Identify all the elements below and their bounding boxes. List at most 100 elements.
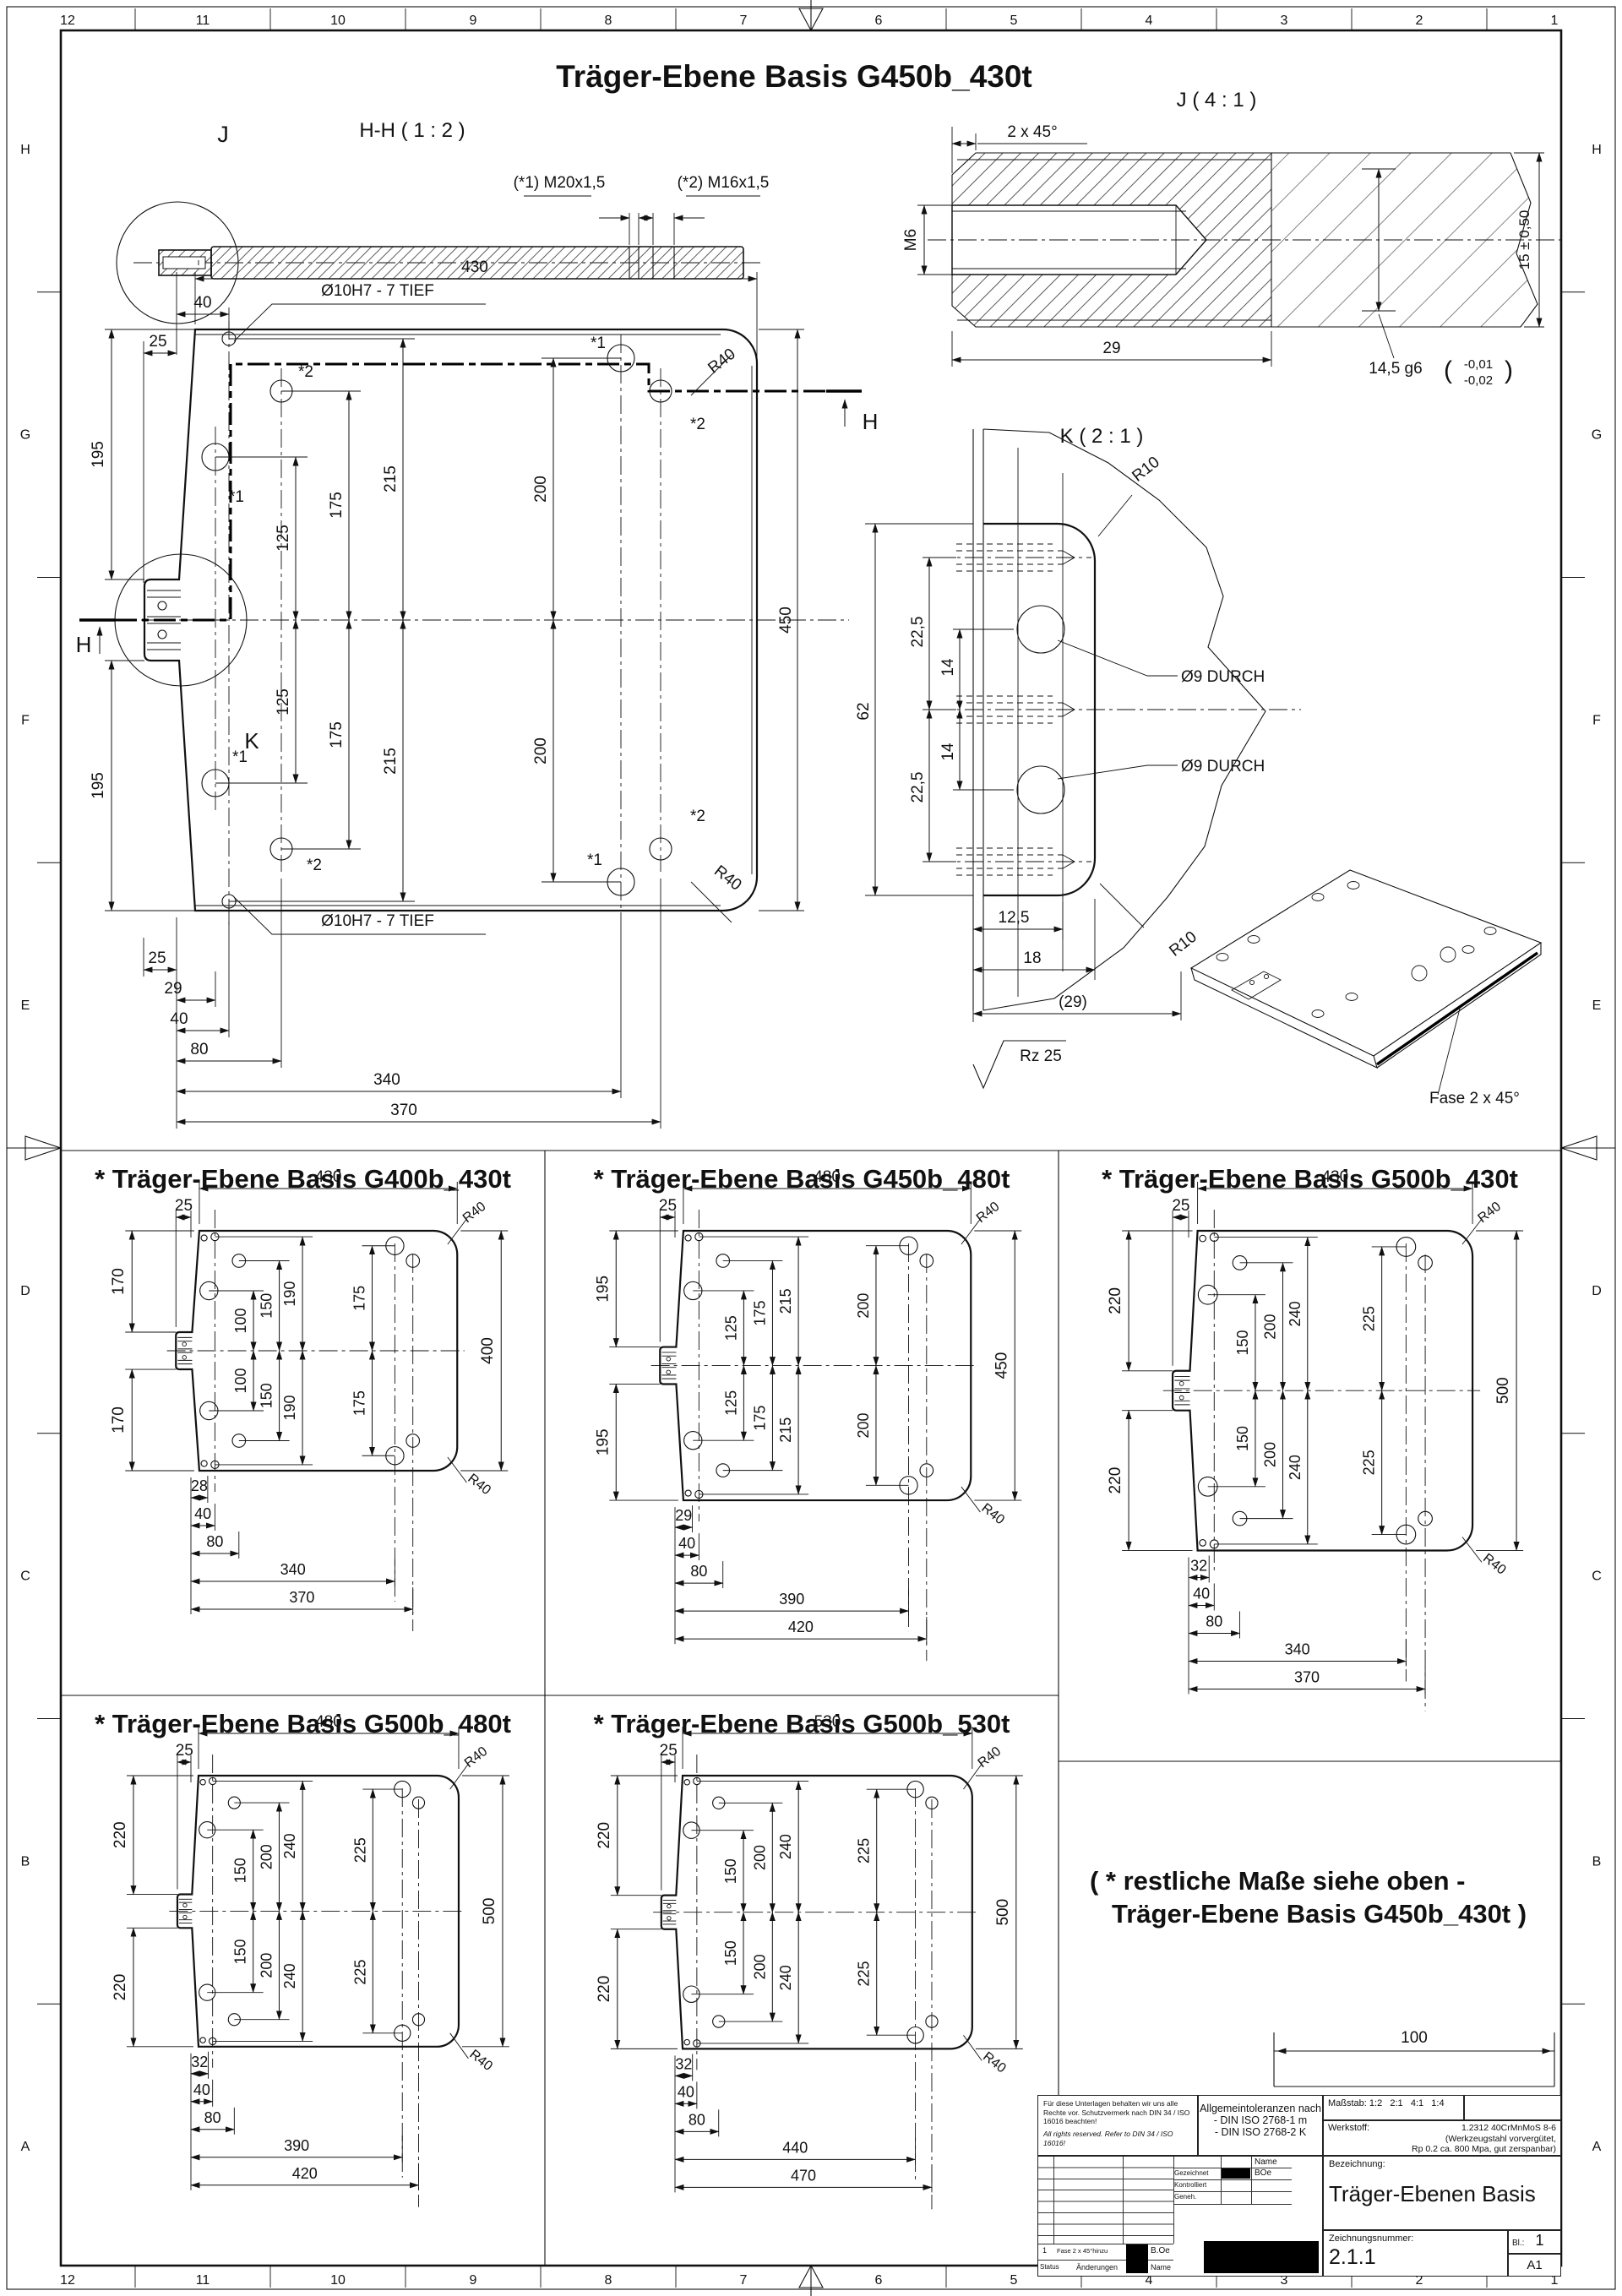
dim-label: 40	[678, 2083, 694, 2100]
variant-view: * Träger-Ebene Basis G500b_480t480252202…	[95, 1709, 511, 2207]
dim-label: 25	[175, 1197, 193, 1215]
dim-label: 175	[751, 1300, 768, 1325]
dim-label: R40	[980, 2049, 1009, 2076]
dim-label: 25	[659, 1197, 677, 1215]
border-row-label: B	[1592, 1854, 1602, 1869]
variant-title: * Träger-Ebene Basis G500b_480t	[95, 1709, 511, 1738]
dim-label: 215	[777, 1417, 794, 1443]
dim-label: 225	[1361, 1306, 1378, 1331]
dim-label: 420	[788, 1619, 814, 1635]
annotation-label: *2	[307, 857, 322, 874]
dim-label: 340	[1285, 1640, 1310, 1657]
dim-label: 175	[751, 1406, 768, 1431]
border-row-label: D	[20, 1284, 30, 1298]
annotation-label: M6	[902, 229, 920, 251]
annotation-label: 195	[90, 441, 107, 468]
annotation-label: *2	[298, 363, 313, 381]
border-column-label: 6	[875, 14, 883, 28]
dim-label: 200	[751, 1845, 768, 1870]
annotation-label: 80	[190, 1041, 208, 1058]
dim-label: 150	[232, 1858, 249, 1883]
annotation-label: 200	[532, 737, 550, 764]
main-view	[79, 272, 862, 1129]
border-row-label: H	[20, 143, 30, 157]
dim-label: 430	[315, 1168, 342, 1186]
annotation-label: 22,5	[909, 772, 927, 803]
border-column-label: 12	[60, 14, 75, 28]
dim-label: 370	[1294, 1668, 1320, 1685]
border-row-label: H	[1592, 143, 1602, 157]
annotation-label: 215	[382, 465, 400, 492]
border-column-label: 11	[196, 14, 210, 28]
dim-label: 430	[1321, 1168, 1348, 1186]
dim-label: 29	[675, 1507, 692, 1524]
empty-field	[1464, 2095, 1561, 2120]
annotation-label: 29	[164, 980, 182, 998]
dim-label: 225	[856, 1838, 873, 1863]
roughness-symbol	[972, 1040, 1066, 1090]
annotation-label: 15 ± 0,50	[1516, 210, 1532, 270]
detail-view-j	[917, 127, 1565, 367]
border-column-label: 2	[1416, 14, 1423, 28]
revision-area: Name Gezeichnet BOe Kontrolliert Geneh. …	[1037, 2156, 1323, 2277]
legal-text-de: Für diese Unterlagen behalten wir uns al…	[1043, 2099, 1190, 2126]
dim-label: 200	[855, 1412, 872, 1438]
annotation-label: H	[863, 409, 879, 434]
dim-label: 150	[232, 1940, 249, 1965]
annotation-label: H-H ( 1 : 2 )	[359, 119, 465, 142]
dim-label: 225	[351, 1960, 368, 1985]
scale-field: Maßstab: 1:2 2:1 4:1 1:4	[1323, 2095, 1464, 2120]
border-row-label: D	[1592, 1284, 1602, 1298]
dim-label: 220	[596, 1976, 613, 2003]
border-column-label: 5	[1010, 14, 1018, 28]
dim-label: 200	[855, 1293, 872, 1319]
dim-label: 240	[777, 1965, 794, 1990]
dim-label: 195	[594, 1276, 612, 1303]
dim-label: 40	[1193, 1585, 1210, 1602]
dim-label: 220	[112, 1821, 129, 1848]
annotation-label: 14,5 g6	[1369, 360, 1422, 378]
variant-views: * Träger-Ebene Basis G400b_430t430251701…	[95, 1164, 1524, 2210]
dim-label: 125	[722, 1315, 739, 1341]
border-column-label: 9	[470, 2273, 477, 2288]
dim-label: 190	[281, 1395, 298, 1420]
annotation-label: 62	[855, 702, 873, 720]
annotation-label: *2	[690, 416, 705, 433]
dim-label: 150	[1234, 1426, 1251, 1451]
variant-title: * Träger-Ebene Basis G500b_530t	[594, 1709, 1010, 1738]
border-column-label: 3	[1281, 14, 1288, 28]
dim-label: 195	[594, 1428, 612, 1455]
dim-label: R40	[466, 2048, 495, 2075]
dim-label: 225	[856, 1961, 873, 1986]
border-column-label: 10	[330, 2273, 346, 2288]
annotation-label: 450	[777, 607, 795, 634]
annotation-label: 29	[1102, 340, 1120, 357]
annotation-label: 2 x 45°	[1007, 123, 1057, 141]
border-column-label: 9	[470, 14, 477, 28]
dim-label: 32	[1190, 1557, 1207, 1574]
border-row-label: C	[1592, 1570, 1602, 1584]
dim-label: 25	[1172, 1197, 1189, 1215]
hh-annotations: H-H ( 1 : 2 )J(*1) M20x1,5(*2) M16x1,5	[217, 119, 769, 192]
dim-label: R40	[1480, 1551, 1509, 1578]
annotation-label: Ø9 DURCH	[1181, 758, 1265, 775]
variant-view: * Träger-Ebene Basis G450b_480t480251951…	[594, 1164, 1022, 1662]
dim-label: 170	[110, 1406, 128, 1434]
annotation-label: K ( 2 : 1 )	[1060, 425, 1144, 448]
border-row-label: G	[20, 428, 30, 443]
dim-label: 200	[1261, 1314, 1278, 1340]
scale-values: 1:2 2:1 4:1 1:4	[1369, 2098, 1445, 2108]
dim-label: 500	[1494, 1377, 1512, 1404]
border-row-label: E	[1592, 998, 1602, 1013]
material-field: Werkstoff: 1.2312 40CrMnMoS 8-6 (Werkzeu…	[1323, 2120, 1561, 2156]
dim-label: 500	[481, 1898, 498, 1925]
variant-title: * Träger-Ebene Basis G400b_430t	[95, 1164, 511, 1194]
dim-label: 420	[292, 2165, 318, 2182]
border-column-label: 11	[196, 2273, 210, 2288]
dim-label: R40	[465, 1472, 493, 1499]
